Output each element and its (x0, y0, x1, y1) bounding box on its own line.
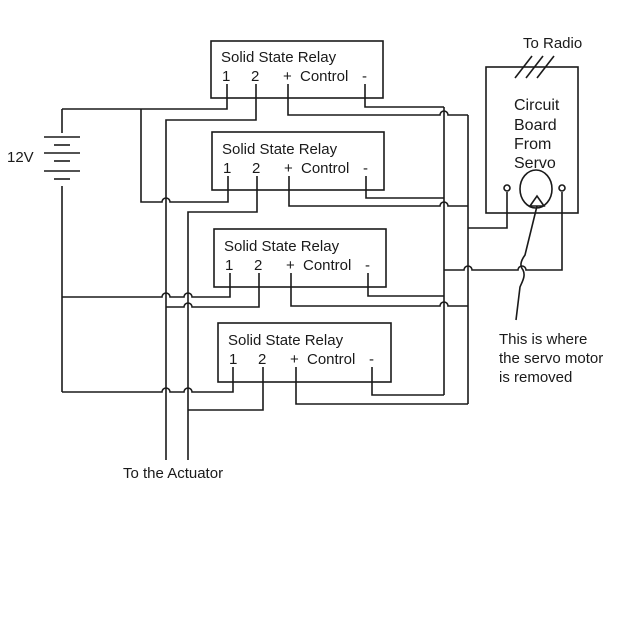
relay-pin-control: Control (307, 351, 355, 368)
wire-relay4-minus (371, 367, 444, 396)
relay-pin-control: Control (303, 257, 351, 274)
relay-box (217, 322, 392, 383)
wire-battery-to-relay1-pin1 (62, 84, 228, 110)
potentiometer-icon (519, 169, 553, 209)
relay-box (211, 131, 385, 191)
circuit-board-label-line1: Circuit (514, 97, 560, 114)
circuit-board-label-line4: Servo (514, 155, 556, 172)
terminal-right-icon (558, 184, 566, 192)
wire-relay2-minus (365, 176, 444, 199)
radio-hash-icon (525, 55, 544, 79)
relay-title: Solid State Relay (228, 332, 344, 349)
relay-3: Solid State Relay 1 2 + Control - (213, 228, 387, 288)
radio-hash-icon (514, 55, 533, 79)
battery-label: 12V (7, 149, 34, 166)
relay-pin-1: 1 (229, 351, 237, 368)
relay-title: Solid State Relay (224, 238, 340, 255)
relay-pin-1: 1 (222, 68, 230, 85)
relay-pin-plus: + (290, 351, 299, 368)
wire-board-left-terminal (468, 192, 508, 229)
relay-pin-minus: - (369, 351, 374, 368)
servo-note-line1: This is where (499, 331, 587, 348)
wire-actuator-a (165, 84, 257, 460)
relay-2: Solid State Relay 1 2 + Control - (211, 131, 385, 191)
servo-note-line3: is removed (499, 369, 572, 386)
wire-actuator-b (187, 176, 258, 460)
relay-pin-plus: + (284, 160, 293, 177)
battery-12v: 12V (7, 109, 80, 392)
circuit-board: Circuit Board From Servo To Radio (485, 35, 582, 214)
relay-pin-minus: - (365, 257, 370, 274)
to-radio-label: To Radio (523, 35, 582, 52)
radio-hash-icon (536, 55, 555, 79)
terminal-left-icon (503, 184, 511, 192)
relay-pin-plus: + (286, 257, 295, 274)
relay-pin-2: 2 (251, 68, 259, 85)
wire-relay1-plus (287, 84, 468, 116)
control-wiring (287, 84, 563, 405)
servo-note-line2: the servo motor (499, 350, 603, 367)
wiper-arrow-icon (528, 194, 546, 207)
power-wiring (62, 84, 264, 460)
wire-relay4-pin2-to-actuator-b (188, 367, 264, 411)
circuit-board-label-line3: From (514, 136, 551, 153)
annotations: This is where the servo motor is removed… (123, 331, 603, 482)
wire-battery-to-relay4-pin1 (62, 367, 234, 393)
wire-battery-to-relay2-pin1 (140, 109, 229, 203)
relay-pin-plus: + (283, 68, 292, 85)
circuit-board-label-line2: Board (514, 117, 557, 134)
wire-battery-to-relay3-pin1 (62, 273, 231, 298)
relay-title: Solid State Relay (221, 49, 337, 66)
actuator-label: To the Actuator (123, 465, 223, 482)
relay-pin-control: Control (300, 68, 348, 85)
wire-relay4-plus (295, 367, 468, 405)
wire-relay3-plus (290, 273, 468, 307)
relay-box (210, 40, 384, 99)
relay-title: Solid State Relay (222, 141, 338, 158)
relay-box (213, 228, 387, 288)
relay-1: Solid State Relay 1 2 + Control - (210, 40, 384, 99)
relay-pin-2: 2 (252, 160, 260, 177)
relay-4: Solid State Relay 1 2 + Control - (217, 322, 392, 383)
wire-relay2-plus (288, 176, 468, 207)
relay-pin-control: Control (301, 160, 349, 177)
wire-board-right-terminal (444, 192, 563, 271)
wire-relay1-minus (364, 84, 444, 108)
circuit-board-box (485, 66, 579, 214)
wire-relay3-pin2-to-actuator-a (166, 273, 260, 308)
relay-pin-minus: - (362, 68, 367, 85)
relay-pin-2: 2 (254, 257, 262, 274)
relay-pin-2: 2 (258, 351, 266, 368)
relay-pin-minus: - (363, 160, 368, 177)
relay-pin-1: 1 (223, 160, 231, 177)
wire-relay3-minus (367, 273, 444, 297)
servo-wiper-wire (515, 205, 538, 321)
relay-pin-1: 1 (225, 257, 233, 274)
